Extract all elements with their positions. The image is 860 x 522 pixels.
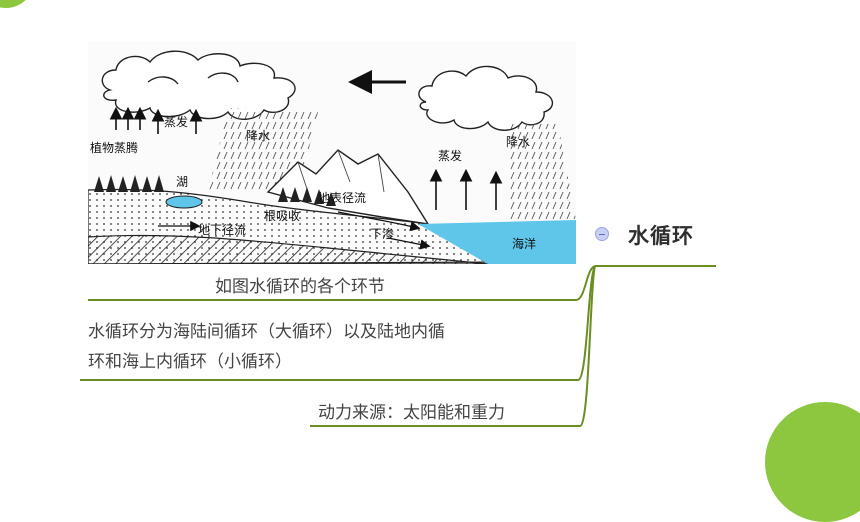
transpiration-arrows [109,106,203,134]
label-precipitation-land: 降水 [246,129,270,143]
label-root-absorption: 根吸收 [264,209,300,223]
branch-connectors [80,265,716,427]
lake [165,195,203,209]
label-infiltration: 下渗 [370,226,394,241]
label-lake: 湖 [176,174,188,189]
label-surface-runoff: 地表径流 [318,191,366,205]
ocean-rain [508,124,576,220]
land-cloud [101,50,296,120]
label-evaporation-land: 蒸发 [164,114,188,129]
central-node-water-cycle[interactable]: 水循环 [628,224,694,248]
label-ocean: 海洋 [512,236,536,251]
branch-diagram-caption[interactable]: 如图水循环的各个环节 [215,277,385,297]
ocean-cloud [418,65,554,131]
label-precipitation-ocean: 降水 [506,135,530,149]
collapse-toggle-button[interactable] [595,227,609,241]
decorative-circle-top-left [0,0,34,8]
branch-cycle-types-line2[interactable]: 环和海上内循环（小循环） [88,352,292,372]
bedrock-layer [88,234,489,264]
surface-runoff-arrow [337,211,421,232]
trees [94,175,336,206]
branch-energy-source[interactable]: 动力来源：太阳能和重力 [318,403,505,423]
branch-cycle-types-line1[interactable]: 水循环分为海陆间循环（大循环）以及陆地内循 [88,322,445,342]
water-cycle-diagram: 植物蒸腾 蒸发 降水 湖 地表径流 根吸收 地下径流 下渗 蒸发 降水 海洋 [88,42,576,264]
ocean-evaporation-arrows [429,168,503,210]
ocean-area [418,220,576,264]
label-groundwater-runoff: 地下径流 [198,223,246,237]
label-evaporation-ocean: 蒸发 [438,148,462,163]
label-transpiration: 植物蒸腾 [90,140,138,155]
infiltration-arrow [387,237,431,250]
